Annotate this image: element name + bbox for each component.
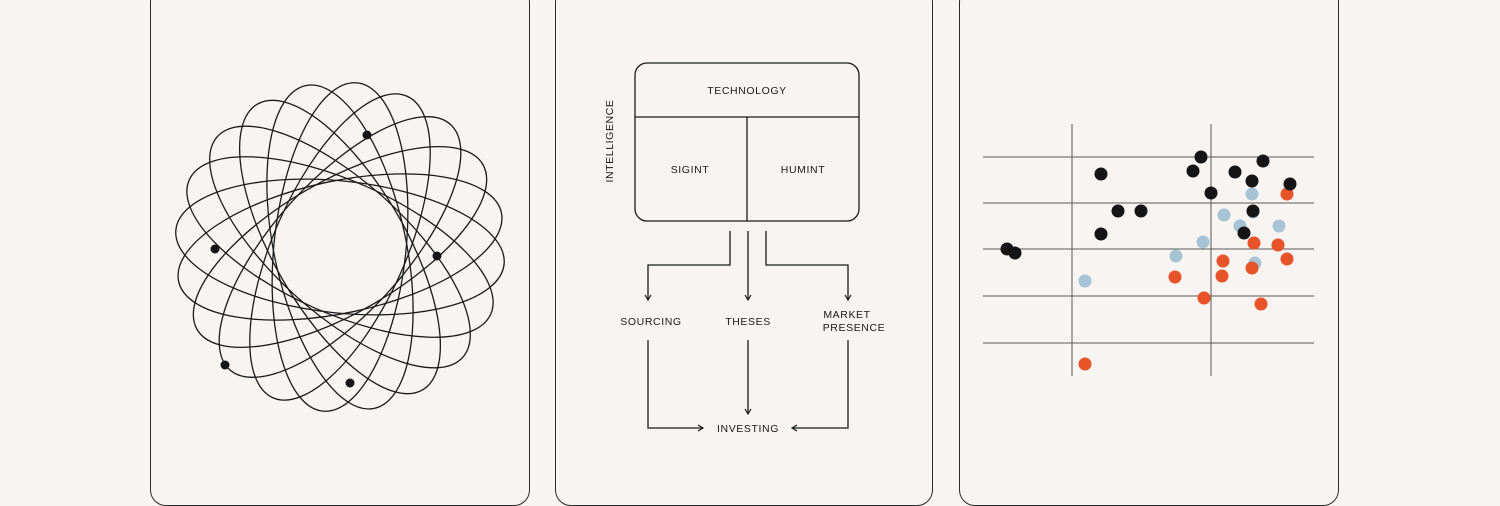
scatter-dot-black (1246, 204, 1260, 218)
arrow-to-sourcing (644, 231, 731, 302)
scatter-dot-black (1204, 186, 1218, 200)
scatter-dot-orange (1245, 261, 1259, 275)
scatter-dot-black (1094, 167, 1108, 181)
orbit-dot (220, 360, 230, 370)
flow-panel (555, 0, 933, 506)
scatter-dot-orange (1280, 252, 1294, 266)
arrow-to-market-presence (765, 231, 852, 302)
orbit-ring (192, 145, 488, 349)
scatter-dot-black (1186, 164, 1200, 178)
orbit-ring (249, 93, 431, 401)
theses-label: THESES (725, 316, 771, 328)
orbit-ring (218, 116, 462, 378)
orbit-ring (209, 125, 471, 369)
scatter-dot-orange (1247, 236, 1261, 250)
orbit-ring (266, 84, 414, 410)
orbit-ring (177, 173, 503, 321)
arrow-sourcing-to-investing (647, 340, 705, 432)
scatter-dot-blue (1217, 208, 1231, 222)
scatter-dot-orange (1168, 270, 1182, 284)
scatter-dot-black (1256, 154, 1270, 168)
scatter-dot-black (1134, 204, 1148, 218)
scatter-dot-black (1008, 246, 1022, 260)
arrow-market-to-investing (790, 340, 849, 432)
orbit-ring (271, 82, 409, 412)
orbit-ring (238, 99, 442, 395)
scatter-dot-orange (1197, 291, 1211, 305)
market-label: MARKET (823, 309, 870, 321)
scatter-dot-black (1111, 204, 1125, 218)
orbit-dot (362, 130, 372, 140)
scatter-dot-orange (1280, 187, 1294, 201)
scatter-dot-blue (1196, 235, 1210, 249)
orbit-ring (175, 178, 505, 316)
technology-label: TECHNOLOGY (707, 85, 787, 97)
sigint-label: SIGINT (671, 164, 710, 176)
scatter-dot-black (1283, 177, 1297, 191)
scatter-dot-orange (1271, 238, 1285, 252)
scatter-dot-blue (1078, 274, 1092, 288)
orbit-ring (186, 156, 494, 338)
scatter-dot-black (1094, 227, 1108, 241)
scatter-dot-black (1245, 174, 1259, 188)
scatter-dot-black (1228, 165, 1242, 179)
scatter-dot-blue (1169, 249, 1183, 263)
scatter-dot-orange (1078, 357, 1092, 371)
scatter-dot-blue (1272, 219, 1286, 233)
scatter-dot-black (1237, 226, 1251, 240)
scatter-dot-blue (1245, 187, 1259, 201)
orbit-dot (432, 251, 442, 261)
sourcing-label: SOURCING (620, 316, 681, 328)
scatter-dot-orange (1215, 269, 1229, 283)
scatter-dot-orange (1216, 254, 1230, 268)
presence-label: PRESENCE (823, 322, 886, 334)
scatter-dot-orange (1254, 297, 1268, 311)
scatter-dot-black (1194, 150, 1208, 164)
intelligence-label: INTELLIGENCE (604, 99, 616, 182)
humint-label: HUMINT (781, 164, 825, 176)
investing-label: INVESTING (717, 423, 779, 435)
orbit-dot (345, 378, 355, 388)
scatter-panel (959, 0, 1339, 506)
orbit-dot (210, 244, 220, 254)
